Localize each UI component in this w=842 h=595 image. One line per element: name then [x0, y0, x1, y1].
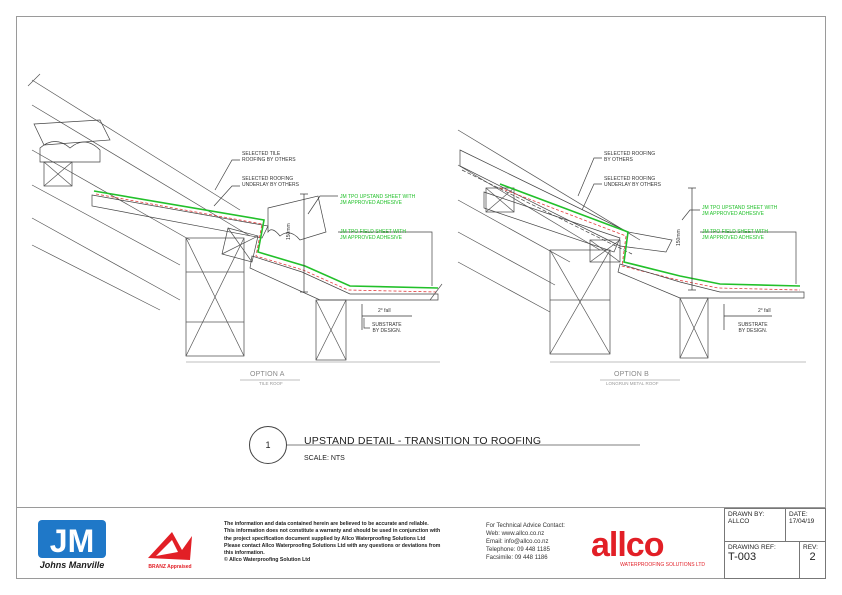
footer	[16, 507, 826, 580]
svg-text:allco: allco	[591, 526, 664, 564]
drawing-ref-label: DRAWING REF:	[728, 544, 776, 551]
drawing-ref-value: T-003	[728, 551, 757, 563]
label-roofing-b: SELECTED ROOFING BY OTHERS	[604, 151, 656, 163]
drawing-ref-cell: DRAWING REF: T-003	[724, 541, 800, 579]
svg-text:BRANZ Appraised: BRANZ Appraised	[148, 564, 191, 570]
detail-scale: SCALE: NTS	[304, 455, 345, 462]
caption-option-a-sub: TILE ROOF	[259, 381, 283, 386]
label-upstand-a: JM TPO UPSTAND SHEET WITH JM APPROVED AD…	[340, 194, 416, 206]
caption-option-b: OPTION B	[614, 371, 650, 378]
dim-150-b: 150mm	[676, 229, 682, 246]
drawn-by-value: ALLCO	[728, 518, 750, 525]
detail-number: 1	[249, 426, 287, 464]
label-field-b: JM TPO FIELD SHEET WITH JM APPROVED ADHE…	[702, 229, 768, 241]
fall-b: 2° fall	[758, 308, 771, 314]
svg-text:JM: JM	[50, 523, 94, 559]
svg-text:Johns Manville: Johns Manville	[40, 560, 105, 570]
title-block: DRAWN BY: ALLCO DATE: 17/04/19 DRAWING R…	[724, 508, 826, 579]
date-label: DATE:	[789, 511, 808, 518]
svg-text:WATERPROOFING SOLUTIONS LTD: WATERPROOFING SOLUTIONS LTD	[620, 562, 705, 568]
disclaimer-text: The information and data contained herei…	[224, 521, 441, 564]
drawn-by-label: DRAWN BY:	[728, 511, 765, 518]
allco-logo: allco WATERPROOFING SOLUTIONS LTD	[591, 526, 705, 568]
fall-a: 2° fall	[378, 308, 391, 314]
drawn-by-cell: DRAWN BY: ALLCO	[724, 508, 786, 542]
label-underlay-b: SELECTED ROOFING UNDERLAY BY OTHERS	[604, 176, 661, 188]
branz-appraised-logo: BRANZ Appraised	[148, 532, 192, 570]
label-field-a: JM TPO FIELD SHEET WITH JM APPROVED ADHE…	[340, 229, 406, 241]
caption-option-a: OPTION A	[250, 371, 285, 378]
label-tile-roofing: SELECTED TILE ROOFING BY OTHERS	[242, 151, 296, 163]
label-upstand-b: JM TPO UPSTAND SHEET WITH JM APPROVED AD…	[702, 205, 778, 217]
label-substrate-b: SUBSTRATE BY DESIGN.	[738, 322, 768, 334]
option-a-drawing	[27, 73, 443, 381]
johns-manville-logo: JM Johns Manville	[38, 520, 106, 570]
rev-cell: REV: 2	[799, 541, 826, 579]
contact-info: For Technical Advice Contact: Web: www.a…	[486, 523, 565, 561]
label-underlay-a: SELECTED ROOFING UNDERLAY BY OTHERS	[242, 176, 299, 188]
label-substrate-a: SUBSTRATE BY DESIGN.	[372, 322, 402, 334]
date-value: 17/04/19	[789, 518, 815, 525]
dim-150-a: 150mm	[286, 223, 292, 240]
rev-label: REV:	[803, 544, 818, 551]
caption-option-b-sub: LONGRUN METAL ROOF	[606, 381, 659, 386]
date-cell: DATE: 17/04/19	[785, 508, 826, 542]
drawing-sheet	[16, 16, 826, 579]
rev-value: 2	[809, 551, 816, 563]
option-b-drawing	[457, 129, 806, 381]
detail-title: UPSTAND DETAIL - TRANSITION TO ROOFING	[304, 435, 542, 447]
